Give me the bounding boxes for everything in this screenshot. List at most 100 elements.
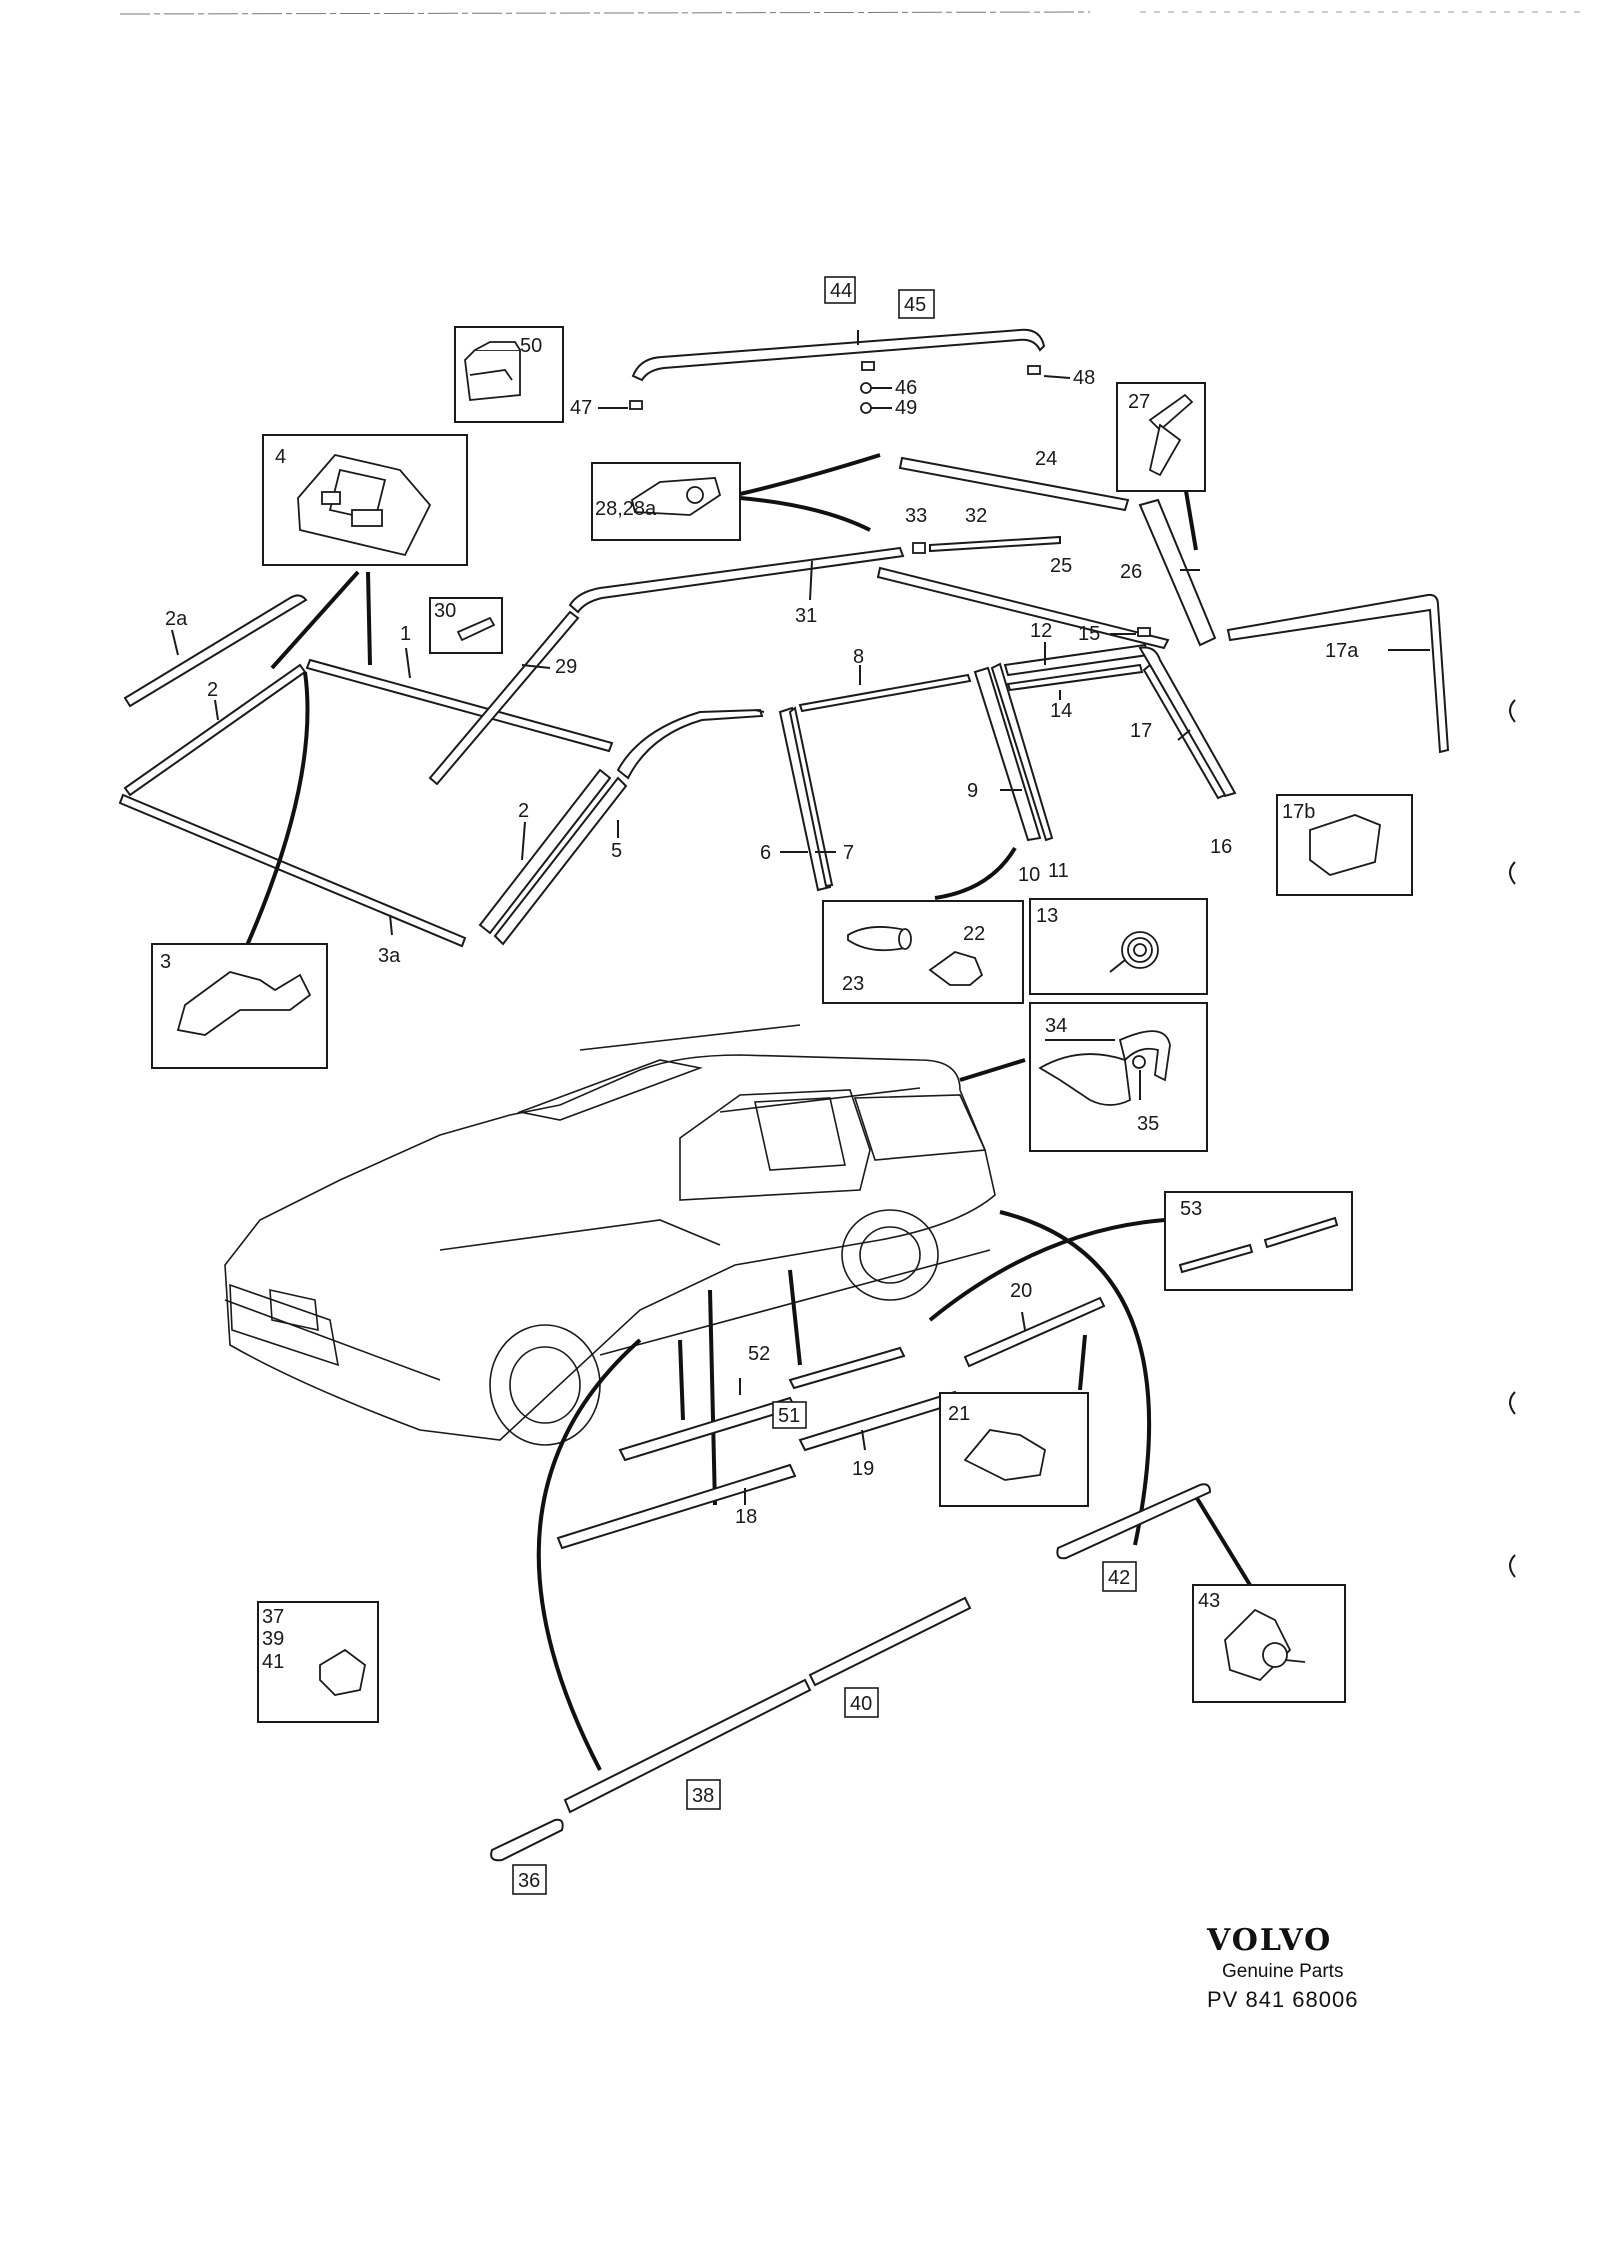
label-9: 9 bbox=[967, 780, 978, 802]
label-52: 52 bbox=[748, 1343, 770, 1365]
label-51: 51 bbox=[778, 1405, 800, 1427]
strip-14 bbox=[1006, 663, 1144, 692]
label-10: 10 bbox=[1018, 864, 1040, 886]
strip-5 bbox=[616, 708, 764, 780]
label-25: 25 bbox=[1050, 555, 1072, 577]
strip-20 bbox=[963, 1296, 1106, 1368]
callout-labels: 44 45 46 47 48 49 50 4 27 28,28a 24 33 3… bbox=[160, 280, 1359, 1892]
label-16: 16 bbox=[1210, 836, 1232, 858]
part-4-clip-icon bbox=[297, 454, 432, 557]
label-5: 5 bbox=[611, 840, 622, 862]
part-13-tape-roll-icon bbox=[1109, 931, 1159, 973]
label-44: 44 bbox=[830, 280, 852, 302]
label-46: 46 bbox=[895, 377, 917, 399]
label-45: 45 bbox=[904, 294, 926, 316]
strip-2a bbox=[123, 594, 308, 708]
label-29: 29 bbox=[555, 656, 577, 678]
label-2: 2 bbox=[518, 800, 529, 822]
label-23: 23 bbox=[842, 973, 864, 995]
label-47: 47 bbox=[570, 397, 592, 419]
strip-36 bbox=[490, 1818, 564, 1862]
strip-19 bbox=[798, 1390, 962, 1452]
strip-31 bbox=[568, 546, 905, 614]
strip-25 bbox=[876, 566, 1170, 650]
label-3: 3 bbox=[160, 951, 171, 973]
label-24: 24 bbox=[1035, 448, 1057, 470]
label-17b: 17b bbox=[1282, 801, 1315, 823]
strip-1 bbox=[305, 658, 614, 753]
label-7: 7 bbox=[843, 842, 854, 864]
label-33: 33 bbox=[905, 505, 927, 527]
label-3a: 3a bbox=[378, 945, 401, 967]
label-34: 34 bbox=[1045, 1015, 1067, 1037]
rail-foot-center bbox=[861, 361, 875, 371]
strip-32 bbox=[929, 535, 1061, 553]
label-6: 6 bbox=[760, 842, 771, 864]
strip-8 bbox=[798, 673, 972, 713]
brand-code: PV 841 68006 bbox=[1207, 1987, 1358, 2012]
label-30: 30 bbox=[434, 600, 456, 622]
label-2a: 2a bbox=[165, 608, 188, 630]
strip-24 bbox=[898, 456, 1130, 512]
part-27-rivet-icon bbox=[1148, 393, 1194, 477]
roof-rail bbox=[598, 328, 1071, 414]
strip-10 bbox=[990, 662, 1054, 842]
label-36: 36 bbox=[518, 1870, 540, 1892]
strip-16 bbox=[1138, 646, 1237, 798]
strip-2-lower-a bbox=[478, 768, 612, 935]
rail-foot-right bbox=[1027, 365, 1041, 375]
strip-40 bbox=[808, 1596, 972, 1687]
label-37: 37 bbox=[262, 1606, 284, 1628]
label-48: 48 bbox=[1073, 367, 1095, 389]
label-18: 18 bbox=[735, 1506, 757, 1528]
label-43: 43 bbox=[1198, 1590, 1220, 1612]
label-19: 19 bbox=[852, 1458, 874, 1480]
label-4: 4 bbox=[275, 446, 286, 468]
label-32: 32 bbox=[965, 505, 987, 527]
strip-17a bbox=[1226, 593, 1450, 754]
label-27: 27 bbox=[1128, 391, 1150, 413]
label-21: 21 bbox=[948, 1403, 970, 1425]
label-39: 39 bbox=[262, 1628, 284, 1650]
label-17: 17 bbox=[1130, 720, 1152, 742]
label-53: 53 bbox=[1180, 1198, 1202, 1220]
label-35: 35 bbox=[1137, 1113, 1159, 1135]
brand-subtitle: Genuine Parts bbox=[1222, 1961, 1343, 1982]
label-22: 22 bbox=[963, 923, 985, 945]
part-28-clip-icon bbox=[630, 477, 722, 516]
label-17a: 17a bbox=[1325, 640, 1359, 662]
strip-42 bbox=[1056, 1483, 1212, 1560]
part-21-box bbox=[939, 1392, 1089, 1507]
clip-33 bbox=[912, 542, 926, 554]
strip-18 bbox=[556, 1463, 797, 1550]
strip-29 bbox=[428, 610, 580, 786]
strip-26 bbox=[1138, 498, 1217, 647]
strip-52 bbox=[788, 1346, 906, 1390]
label-50: 50 bbox=[520, 335, 542, 357]
label-28: 28,28a bbox=[595, 498, 657, 520]
label-42: 42 bbox=[1108, 1567, 1130, 1589]
rail-foot-left bbox=[629, 400, 643, 410]
clip-15 bbox=[1137, 627, 1151, 637]
label-40: 40 bbox=[850, 1693, 872, 1715]
strip-51 bbox=[618, 1396, 797, 1462]
brand-logo: VOLVO bbox=[1206, 1923, 1332, 1958]
label-2-top: 2 bbox=[207, 679, 218, 701]
label-8: 8 bbox=[853, 646, 864, 668]
screw-30-icon bbox=[456, 616, 496, 642]
label-11: 11 bbox=[1048, 860, 1069, 882]
label-26: 26 bbox=[1120, 561, 1142, 583]
strip-17 bbox=[1142, 663, 1227, 800]
label-49: 49 bbox=[895, 397, 917, 419]
clip-21-icon bbox=[963, 1429, 1047, 1481]
part-50-clip-icon bbox=[464, 341, 521, 401]
strip-2-lower-b bbox=[493, 776, 628, 946]
part-22-23-icons bbox=[847, 926, 984, 986]
label-20: 20 bbox=[1010, 1280, 1032, 1302]
part-3-clip-icon bbox=[176, 971, 312, 1036]
car-illustration bbox=[224, 1024, 996, 1446]
part-53-box bbox=[1164, 1191, 1353, 1291]
strip-38 bbox=[563, 1678, 812, 1814]
clip-37-icon bbox=[319, 1648, 366, 1696]
